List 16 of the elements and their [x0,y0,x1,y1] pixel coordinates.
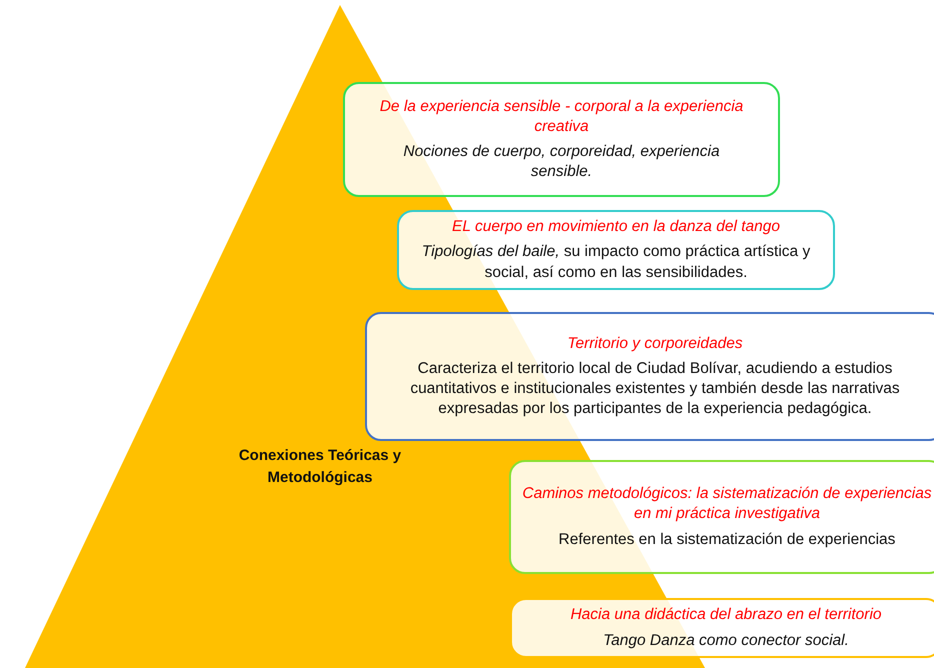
card-heading: Territorio y corporeidades [567,334,743,354]
card-heading: Hacia una didáctica del abrazo en el territorio [570,605,882,626]
topic-card [343,82,780,197]
card-description: Caracteriza el territorio local de Ciudad Bolívar, acudiendo a estudios cuantitativos e institucionales existentes y también desde las narrativas expresadas por los participantes de la experiencia pedagógica. [409,358,901,420]
topic-card [509,460,934,574]
topic-card [397,210,835,290]
card-description: Referentes en la sistematización de experiencias [558,530,896,550]
card-description: Nociones de cuerpo, corporeidad, experiencia sensible. [402,142,721,182]
card-description: Tipologías del baile, su impacto como práctica artística y social, así como en las sensibilidades. [420,242,812,283]
pyramid-title: Conexiones Teóricas y Metodológicas [238,446,402,488]
card-heading: De la experiencia sensible - corporal a la experiencia creativa [378,96,744,137]
card-description: Tango Danza como conector social. [603,630,849,650]
card-heading: EL cuerpo en movimiento en la danza del tango [452,217,780,238]
card-heading: Caminos metodológicos: la sistematización de experiencias en mi práctica investigativa [521,484,933,524]
topic-card [510,598,934,658]
topic-card [365,312,934,441]
